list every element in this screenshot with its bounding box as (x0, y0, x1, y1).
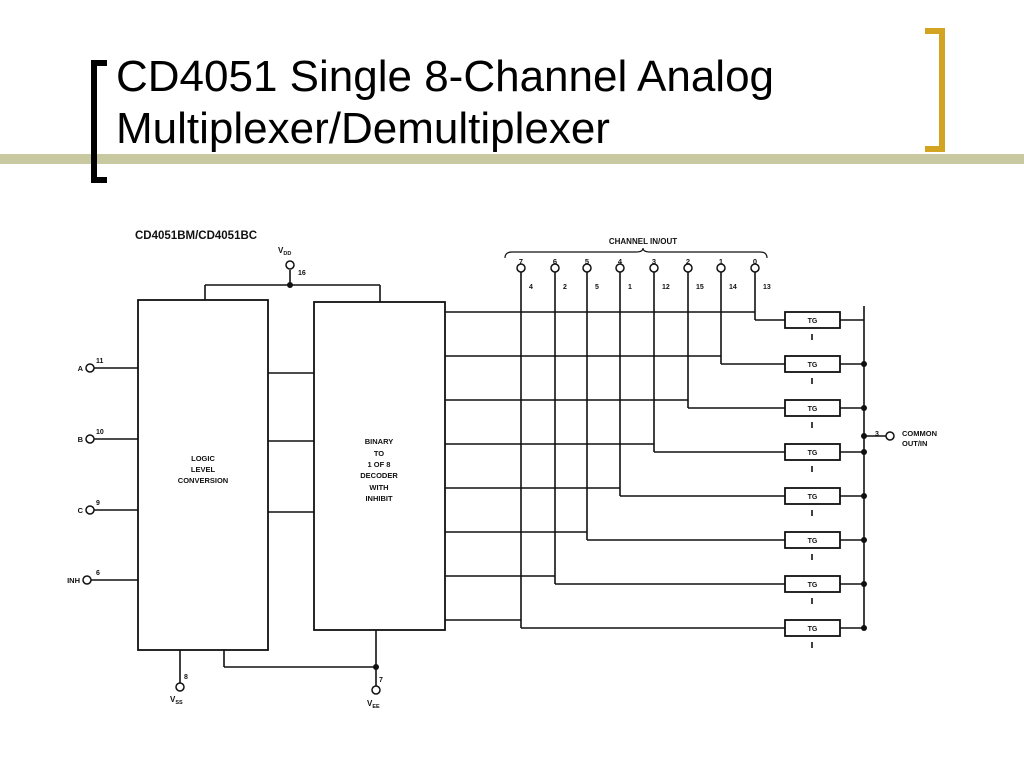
vss-label: VSS (170, 695, 183, 706)
channel-pin-5 (582, 263, 592, 273)
transmission-gate (784, 531, 841, 549)
vee-label: VEE (367, 699, 380, 710)
part-title: CD4051BM/CD4051BC (135, 230, 257, 242)
transmission-gate-label: TG (808, 450, 818, 457)
channel-number-3: 3 (652, 257, 656, 266)
channel-number-0: 0 (753, 257, 757, 266)
channel-pin-1 (716, 263, 726, 273)
input-pin-inh (82, 575, 92, 585)
input-label-inh: INH (67, 576, 80, 585)
vdd-pin (285, 260, 295, 270)
left-bracket-decoration (91, 60, 107, 183)
channel-pin-number-2: 15 (696, 284, 704, 291)
vss-pin-number: 8 (184, 674, 188, 681)
channel-pin-number-0: 13 (763, 284, 771, 291)
decoder-block-line-1: BINARY (365, 437, 393, 446)
junction-dot (861, 433, 867, 439)
right-bracket-decoration (925, 28, 945, 152)
decoder-block-line-5: WITH (369, 483, 388, 492)
channel-pin-number-7: 4 (529, 284, 533, 291)
decoder-block-line-2: TO (374, 449, 384, 458)
input-pin-a (85, 363, 95, 373)
transmission-gate-label: TG (808, 362, 818, 369)
slide-title-line-1: CD4051 Single 8-Channel Analog (116, 52, 775, 101)
junction-dot (861, 493, 867, 499)
channel-pin-6 (550, 263, 560, 273)
transmission-gate-label: TG (808, 494, 818, 501)
vdd-pin-number: 16 (298, 270, 306, 277)
channel-pin-number-1: 14 (729, 284, 737, 291)
vee-pin (371, 685, 381, 695)
transmission-gate-label: TG (808, 538, 818, 545)
decoder-block (313, 301, 446, 631)
vee-pin-number: 7 (379, 677, 383, 684)
channel-header: CHANNEL IN/OUT (609, 237, 677, 246)
channel-number-5: 5 (585, 257, 589, 266)
transmission-gate (784, 619, 841, 637)
channel-pin-3 (649, 263, 659, 273)
input-pin-c (85, 505, 95, 515)
channel-number-6: 6 (553, 257, 557, 266)
channel-pin-2 (683, 263, 693, 273)
junction-dot (861, 537, 867, 543)
decoder-block-line-4: DECODER (360, 471, 398, 480)
channel-pin-7 (516, 263, 526, 273)
slide-title: CD4051 Single 8-Channel Analog Multiplex… (116, 51, 916, 155)
logic-block-line-2: LEVEL (191, 465, 216, 474)
logic-block-line-1: LOGIC (191, 454, 215, 463)
channel-pin-number-3: 12 (662, 284, 670, 291)
channel-number-1: 1 (719, 257, 723, 266)
common-pin-number: 3 (875, 431, 879, 438)
common-label-line-1: COMMON (902, 429, 937, 438)
transmission-gate (784, 399, 841, 417)
junction-dot (861, 405, 867, 411)
transmission-gate (784, 443, 841, 461)
input-pin-b (85, 434, 95, 444)
input-label-a: A (78, 364, 84, 373)
vss-pin (175, 682, 185, 692)
transmission-gate-label: TG (808, 318, 818, 325)
channel-number-7: 7 (519, 257, 523, 266)
transmission-gate-label: TG (808, 626, 818, 633)
junction-dot (287, 282, 293, 288)
decoder-block-line-6: INHIBIT (365, 494, 393, 503)
channel-number-4: 4 (618, 257, 623, 266)
channel-header-brace (504, 247, 768, 259)
decoder-block-line-3: 1 OF 8 (368, 460, 391, 469)
logic-level-conversion-block (137, 299, 269, 651)
common-out-in-pin (885, 431, 895, 441)
input-label-b: B (78, 435, 84, 444)
junction-dot (861, 361, 867, 367)
slide-title-line-2: Multiplexer/Demultiplexer (116, 104, 610, 153)
diagram-canvas: CD4051BM/CD4051BC CHANNEL IN/OUT VDD 16 … (67, 230, 937, 710)
input-pin-number: 10 (96, 429, 104, 436)
transmission-gate (784, 355, 841, 373)
channel-number-2: 2 (686, 257, 690, 266)
input-pin-number: 11 (96, 358, 104, 365)
junction-dot (861, 625, 867, 631)
logic-block-line-3: CONVERSION (178, 476, 228, 485)
common-label-line-2: OUT/IN (902, 439, 927, 448)
input-label-c: C (78, 506, 84, 515)
input-pin-number: 9 (96, 500, 100, 507)
junction-dot (861, 449, 867, 455)
block-diagram: CD4051BM/CD4051BC CHANNEL IN/OUT VDD 16 … (52, 218, 974, 714)
transmission-gate (784, 311, 841, 329)
transmission-gate-label: TG (808, 582, 818, 589)
channel-pin-number-6: 2 (563, 284, 567, 291)
transmission-gate (784, 487, 841, 505)
junction-dot (373, 664, 379, 670)
title-accent-bar (0, 154, 1024, 164)
input-pin-number: 6 (96, 570, 100, 577)
channel-pin-4 (615, 263, 625, 273)
transmission-gate (784, 575, 841, 593)
channel-pin-number-4: 1 (628, 284, 632, 291)
vdd-label: VDD (278, 246, 291, 257)
channel-pin-0 (750, 263, 760, 273)
channel-pin-number-5: 5 (595, 284, 599, 291)
junction-dot (861, 581, 867, 587)
transmission-gate-label: TG (808, 406, 818, 413)
